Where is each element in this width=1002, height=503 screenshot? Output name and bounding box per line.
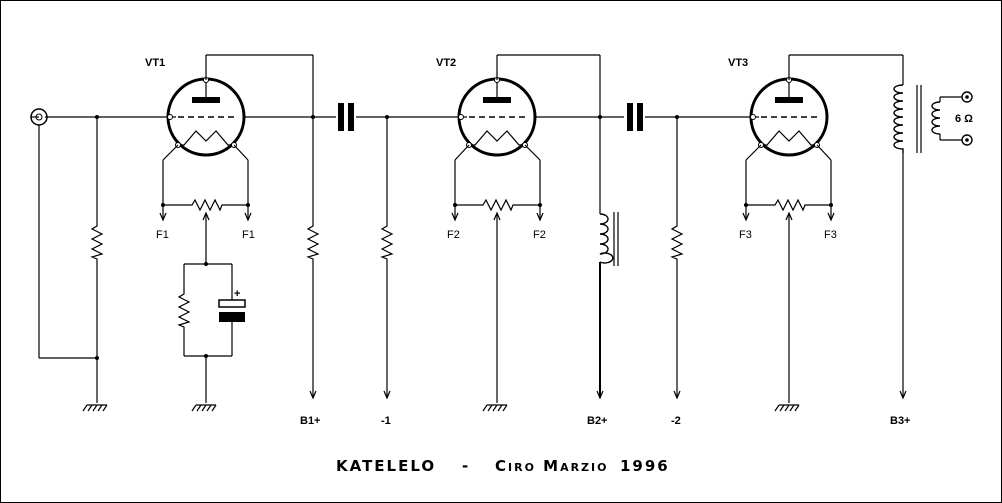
output-transformer <box>893 84 973 153</box>
stage3-grid-bias <box>671 115 683 399</box>
tube-vt3 <box>749 76 829 157</box>
speaker-impedance-label: 6 Ω <box>955 113 973 125</box>
footer-name: KATELELO <box>336 457 436 475</box>
stage3-wiring <box>742 54 907 412</box>
supply-label-b3: B3+ <box>890 415 911 427</box>
bias-label-1: -1 <box>381 415 391 427</box>
stage2-grid-bias <box>381 115 393 399</box>
tube-vt1-label: VT1 <box>145 57 165 69</box>
filament-label-f2-right: F2 <box>533 229 546 241</box>
input-wiring <box>38 115 170 412</box>
stage1-wiring <box>159 54 319 412</box>
filament-label-f2-left: F2 <box>447 229 460 241</box>
inductor-choke <box>599 212 619 266</box>
tube-vt1 <box>166 76 246 157</box>
coupling-capacitor-2 <box>627 103 643 131</box>
stage2-wiring <box>451 54 604 412</box>
tube-vt2 <box>457 76 537 157</box>
tube-vt2-label: VT2 <box>436 57 456 69</box>
footer-author: Ciro Marzio <box>495 457 608 475</box>
coupling-capacitor-1 <box>338 103 354 131</box>
supply-label-b2: B2+ <box>587 415 608 427</box>
filament-label-f3-left: F3 <box>739 229 752 241</box>
filament-label-f3-right: F3 <box>824 229 837 241</box>
footer-year: 1996 <box>620 457 670 475</box>
supply-label-b1: B1+ <box>300 415 321 427</box>
tube-vt3-label: VT3 <box>728 57 748 69</box>
input-jack <box>30 108 48 126</box>
footer-separator: - <box>462 457 470 475</box>
bias-label-2: -2 <box>671 415 681 427</box>
ground-icon <box>82 404 108 412</box>
electrolytic-capacitor <box>218 299 246 322</box>
battery-plus-sign: + <box>234 288 240 300</box>
filament-label-f1-left: F1 <box>156 229 169 241</box>
filament-label-f1-right: F1 <box>242 229 255 241</box>
